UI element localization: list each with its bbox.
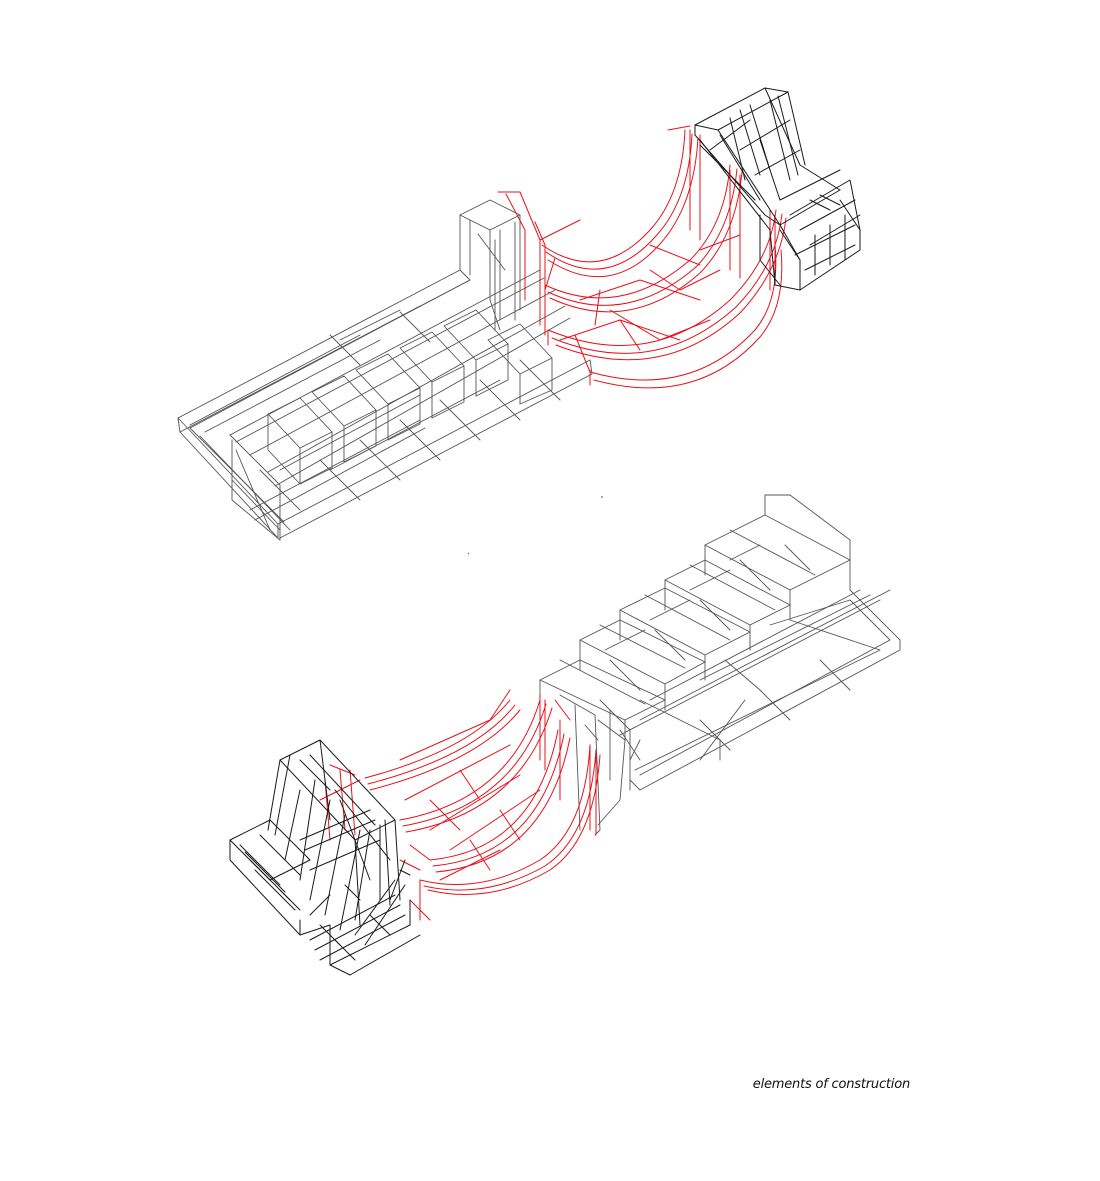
stray-marks xyxy=(467,496,603,555)
upper-base-frame xyxy=(177,199,593,541)
upper-end-tower xyxy=(694,87,861,291)
upper-ramp-ribs xyxy=(497,125,787,389)
lower-axonometric-view xyxy=(229,494,901,976)
caption: elements of construction xyxy=(752,1077,910,1092)
lower-end-tower xyxy=(229,739,421,976)
upper-axonometric-view xyxy=(177,87,861,541)
lower-stepped-frame xyxy=(539,494,901,836)
lower-ramp-ribs xyxy=(319,689,601,921)
